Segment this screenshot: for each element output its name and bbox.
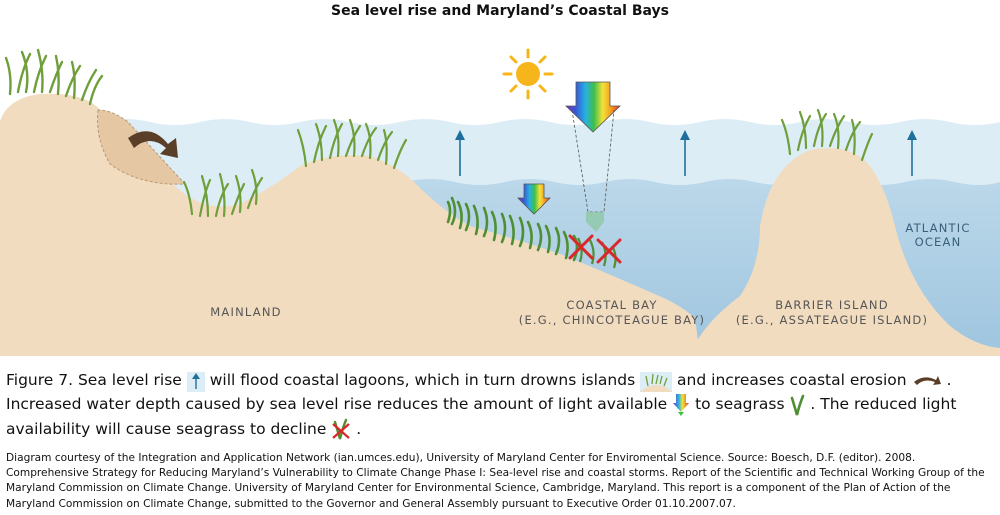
caption-part-6: . The reduced light availability will ca… [6,395,957,438]
incoming-light-arrow-icon [565,81,621,232]
label-ocean-line1: ATLANTIC [905,221,970,235]
source-credit: Diagram courtesy of the Integration and … [6,452,985,510]
hilltop-grass [296,118,408,170]
label-barrier-island-example: (E.G., ASSATEAGUE ISLAND) [736,313,928,327]
mainland-land [0,93,700,356]
label-coastal-bay-example: (E.G., CHINCOTEAGUE BAY) [519,313,705,327]
caption-part-5: to seagrass [695,395,785,413]
submerged-seagrass-bed [446,196,579,262]
lowland-grass [182,168,264,218]
label-barrier-island: BARRIER ISLAND [775,298,889,312]
diagram-title: Sea level rise and Maryland’s Coastal Ba… [330,3,669,19]
seagrass-loss-cross-icon [568,234,622,264]
upland-grass [4,48,104,106]
erosion-arrow-icon [913,375,941,385]
label-coastal-bay: COASTAL BAY [566,298,657,312]
caption-part-1: Figure 7. Sea level rise [6,371,182,389]
seagrass-icon [791,394,805,415]
reduced-light-arrow-icon [517,183,551,215]
barrier-island-land [690,148,1000,356]
label-ocean-line2: OCEAN [915,235,962,249]
island-icon [640,371,673,392]
sun-icon [502,48,554,100]
sea-level-rise-arrow-icon [186,371,205,392]
coastal-cross-section-diagram: MAINLAND COASTAL BAY (E.G., CHINCOTEAGUE… [0,48,1000,356]
sea-level-rise-arrows [455,130,917,176]
caption-part-4: . Increased water depth caused by sea le… [6,371,952,413]
erosion-arrow-icon [128,131,178,158]
label-mainland: MAINLAND [210,305,281,319]
caption-part-7: . [356,419,362,438]
light-spectrum-arrow-icon [673,393,690,416]
caption-part-3: and increases coastal erosion [677,371,907,389]
seagrass-decline-icon [332,418,351,440]
barrier-island-grass [780,108,874,162]
caption-part-2: will flood coastal lagoons, which in tur… [209,371,636,389]
figure-caption: Figure 7. Sea level rise will flood coas… [6,368,996,441]
